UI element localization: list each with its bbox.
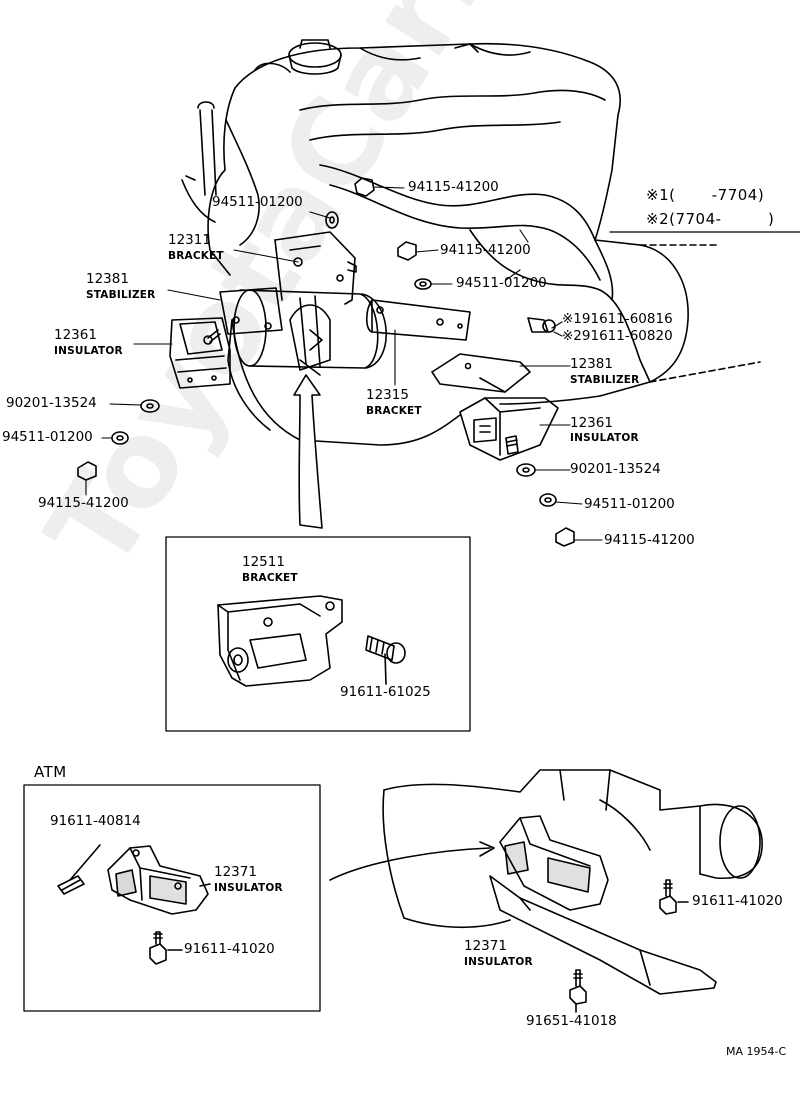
part-number-label: 94511-01200 [584,496,675,512]
part-number-label: 12315 [366,387,409,403]
part-name-label: INSULATOR [570,432,639,444]
part-number-label: 90201-13524 [570,461,661,477]
part-number-label: 90201-13524 [6,395,97,411]
part-number-label: 91611-40814 [50,813,141,829]
part-name-label: INSULATOR [464,956,533,968]
part-name-label: STABILIZER [570,374,640,386]
engine-outline [181,39,761,446]
part-number-label: 94115-41200 [440,242,531,258]
part-number-label: 91611-61025 [340,684,431,700]
part-number-label: 91611-41020 [184,941,275,957]
detail-box-12511 [165,536,471,732]
front-mount-assembly [169,231,471,529]
part-number-label: 91611-41020 [692,893,783,909]
part-number-label: 94115-41200 [604,532,695,548]
part-name-label: INSULATOR [54,345,123,357]
part-number-label: 94511-01200 [212,194,303,210]
part-name-label: STABILIZER [86,289,156,301]
section-label-atm: ATM [34,763,67,781]
part-number-label: 12361 [54,327,97,343]
part-number-label: 91651-41018 [526,1013,617,1029]
part-number-label: 94511-01200 [456,275,547,291]
part-name-label: BRACKET [242,572,298,584]
part-number-label: 94511-01200 [2,429,93,445]
part-name-label: BRACKET [366,405,422,417]
figure-code: MA 1954-C [726,1045,787,1058]
part-number-label: 94115-41200 [408,179,499,195]
part-number-label: 12311 [168,232,211,248]
part-number-label: 12381 [570,356,613,372]
part-number-label: 12511 [242,554,285,570]
part-number-label: 12361 [570,415,613,431]
rear-mount-assembly [77,177,575,547]
part-number-label: ※291611-60820 [562,328,673,344]
part-name-label: BRACKET [168,250,224,262]
atm-box [23,784,321,1012]
legend-note-1: ※1( -7704) [646,186,765,204]
legend-note-2: ※2(7704- ) [646,210,775,228]
part-number-label: 12371 [464,938,507,954]
transmission-outline [329,769,763,1013]
leader-lines [85,186,603,541]
part-number-label: 12371 [214,864,257,880]
part-name-label: INSULATOR [214,882,283,894]
part-number-label: 12381 [86,271,129,287]
part-number-label: ※191611-60816 [562,311,673,327]
part-number-label: 94115-41200 [38,495,129,511]
